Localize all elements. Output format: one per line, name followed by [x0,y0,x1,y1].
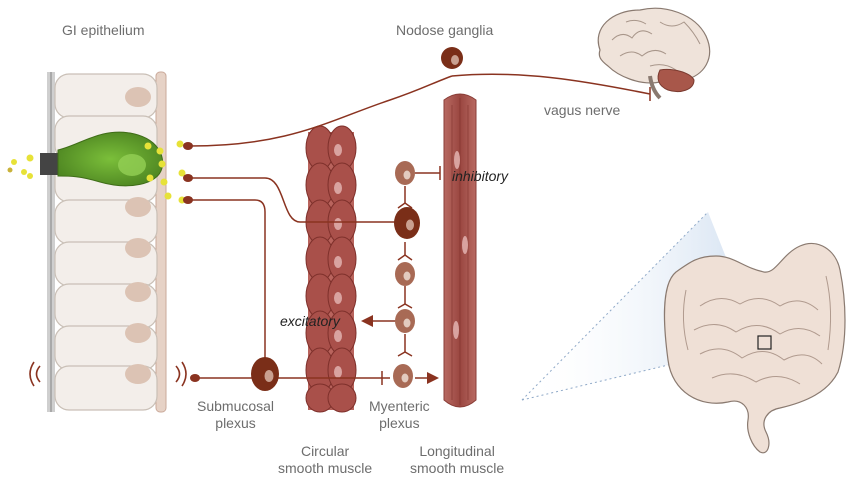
submucosal-neuron [251,357,279,391]
vagus-nerve [451,73,651,95]
circular-label-line2: smooth muscle [278,460,373,476]
submucosal-label-line2: plexus [215,415,256,431]
intestine-icon [663,242,846,454]
myenteric-label-line1: Myenteric [369,398,430,414]
myenteric-label-line2: plexus [379,415,420,431]
submucosal-label-line1: Submucosal [197,398,275,414]
brain-icon [597,7,711,100]
myenteric-plexus-label: Myenteric plexus [369,398,430,432]
longitudinal-smooth-muscle [443,93,477,408]
circular-smooth-muscle-label: Circular smooth muscle [278,443,372,477]
enteroendocrine-cell [40,131,164,187]
cell-nuclei [125,87,151,384]
myenteric-neurons [393,161,420,388]
vagal-afferent-fiber [189,75,453,147]
circular-label-line1: Circular [300,443,350,459]
eec-to-submucosal-fiber [190,199,266,358]
vagus-nerve-label: vagus nerve [544,102,621,118]
nodose-ganglion-neuron [441,47,463,69]
circular-smooth-muscle [305,125,357,413]
longitudinal-smooth-muscle-label: Longitudinal smooth muscle [410,443,504,477]
eec-to-myenteric-fiber [190,177,398,223]
longitudinal-label-line2: smooth muscle [410,460,505,476]
gi-epithelium [7,71,187,413]
gi-epithelium-label: GI epithelium [62,22,145,38]
afferent-terminals [183,142,200,382]
longitudinal-label-line1: Longitudinal [419,443,495,459]
stretch-stimulus-marks [29,361,187,387]
magnified-region-box [757,335,772,350]
nodose-ganglia-label: Nodose ganglia [396,22,494,38]
neural-connections [189,73,651,385]
inhibitory-label: inhibitory [452,168,509,184]
submucosal-plexus-label: Submucosal plexus [197,398,274,432]
excitatory-label: excitatory [280,313,340,329]
